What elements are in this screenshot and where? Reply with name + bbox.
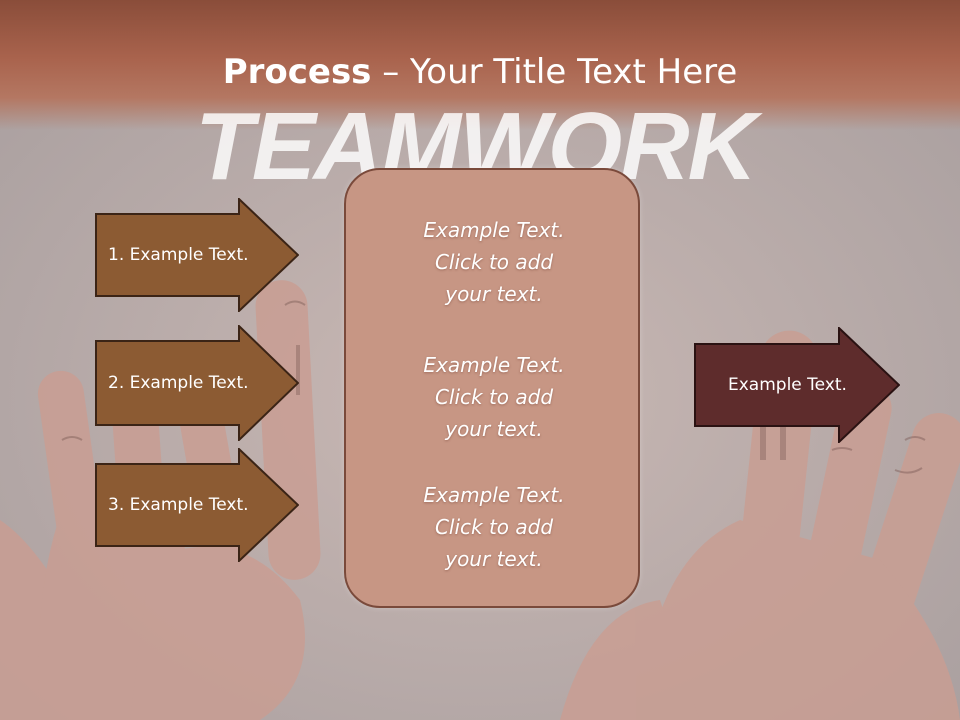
center-line: your text. — [445, 282, 543, 306]
center-line: Click to add — [434, 250, 554, 274]
process-arrow-label: 1. Example Text. — [108, 245, 249, 265]
center-line: your text. — [445, 547, 543, 571]
arrow-shape-icon — [95, 325, 299, 441]
center-line: Click to add — [434, 515, 554, 539]
title-bold: Process — [222, 52, 372, 92]
center-text-block-2: Example Text. Click to add your text. — [346, 349, 642, 445]
center-line: Click to add — [434, 385, 554, 409]
center-text-block-3: Example Text. Click to add your text. — [346, 479, 642, 575]
result-arrow-label: Example Text. — [728, 375, 847, 395]
process-arrow-2[interactable]: 2. Example Text. — [95, 325, 299, 441]
arrow-shape-icon — [694, 327, 900, 443]
center-text-block-1: Example Text. Click to add your text. — [346, 214, 642, 310]
slide-title[interactable]: Process – Your Title Text Here — [0, 52, 960, 92]
process-arrow-1[interactable]: 1. Example Text. — [95, 198, 299, 312]
center-text-box[interactable]: Example Text. Click to add your text. Ex… — [344, 168, 640, 608]
center-line: Example Text. — [423, 483, 565, 507]
center-line: Example Text. — [423, 353, 565, 377]
title-rest: – Your Title Text Here — [371, 52, 738, 92]
arrow-shape-icon — [95, 448, 299, 562]
arrow-shape-icon — [95, 198, 299, 312]
center-line: your text. — [445, 417, 543, 441]
process-arrow-label: 2. Example Text. — [108, 373, 249, 393]
result-arrow[interactable]: Example Text. — [694, 327, 900, 443]
title-band — [0, 0, 960, 130]
process-arrow-label: 3. Example Text. — [108, 495, 249, 515]
center-line: Example Text. — [423, 218, 565, 242]
process-arrow-3[interactable]: 3. Example Text. — [95, 448, 299, 562]
